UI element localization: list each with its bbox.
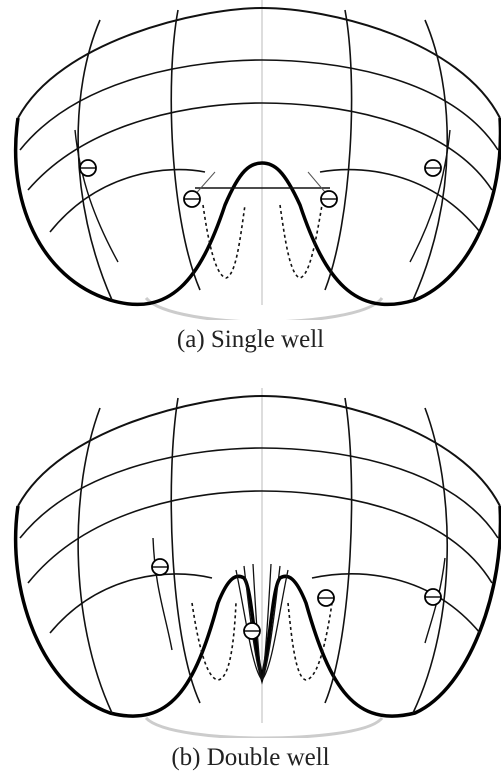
grid-longitude-2 xyxy=(170,9,201,291)
grid-latitude-2 xyxy=(27,490,493,584)
particle-inner-right xyxy=(317,589,335,607)
grid-longitude-3 xyxy=(324,397,353,704)
particle-outer-right xyxy=(424,588,442,606)
double-well-diagram xyxy=(13,388,501,738)
particle-center xyxy=(243,622,261,640)
caption-double-well: (b) Double well xyxy=(171,744,330,771)
grid-latitude-1 xyxy=(19,447,499,539)
caption-single-well: (a) Single well xyxy=(176,326,325,353)
grid-longitude-4 xyxy=(412,407,448,714)
particle-outer-left xyxy=(79,159,97,177)
grid-latitude-2 xyxy=(27,102,493,191)
grid-latitude-1 xyxy=(19,59,499,151)
trajectory-left xyxy=(152,537,173,651)
dashed-trough-right xyxy=(287,602,333,681)
grid-latitude-3 xyxy=(49,573,481,634)
panel-double-well xyxy=(0,388,501,740)
base-contour xyxy=(144,296,384,320)
particle-inner-right xyxy=(320,190,338,208)
grid-longitude-3 xyxy=(324,9,353,291)
grid-longitude-1 xyxy=(77,19,113,301)
grid-latitude-3 xyxy=(49,168,481,233)
dashed-trough-right xyxy=(279,204,323,279)
potential-profile xyxy=(13,505,501,718)
single-well-diagram xyxy=(13,0,501,320)
base-contour xyxy=(144,716,384,738)
dashed-trough-left xyxy=(202,204,246,279)
particle-outer-left xyxy=(151,558,169,576)
particle-outer-right xyxy=(424,159,442,177)
trajectory-left xyxy=(74,129,119,263)
trajectory-right xyxy=(409,129,451,263)
trajectory-right xyxy=(424,557,446,644)
bowl-rim xyxy=(17,394,501,507)
grid-longitude-1 xyxy=(77,407,113,714)
particle-inner-left xyxy=(183,190,201,208)
grid-longitude-2 xyxy=(170,397,201,704)
potential-profile xyxy=(13,117,501,307)
bowl-rim xyxy=(17,6,501,119)
panel-single-well xyxy=(0,0,501,368)
